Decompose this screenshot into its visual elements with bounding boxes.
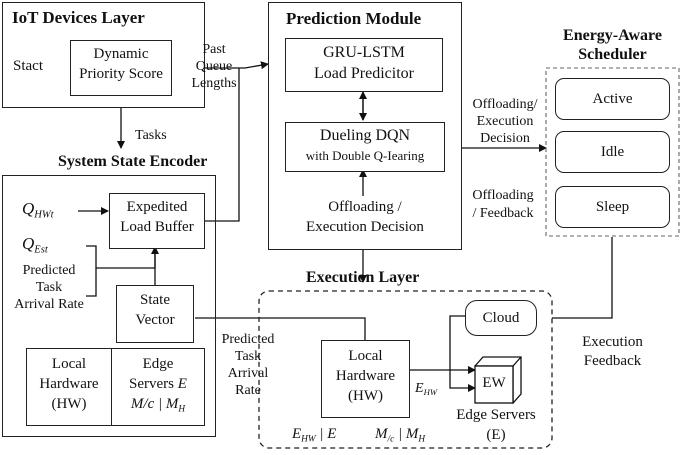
execution-title: Execution Layer <box>306 269 420 286</box>
state-line2: Vector <box>135 312 175 328</box>
enc-pred-line2: Task <box>35 280 63 295</box>
iot-layer-title: IoT Devices Layer <box>12 8 145 27</box>
gru-lstm-box[interactable]: GRU-LSTM Load Predicitor <box>285 38 443 92</box>
off-exec-line1: Offloading/ <box>472 97 538 112</box>
dueling-dqn-box[interactable]: Dueling DQN with Double Q-Iearing <box>285 122 445 172</box>
dynamic-priority-score-box[interactable]: Dynamic Priority Score <box>70 40 172 96</box>
exec-edge-line2: (E) <box>486 427 506 443</box>
past-queue-label-2: Queue <box>195 59 233 74</box>
gru-line2: Load Predicitor <box>314 65 414 82</box>
scheduler-state-idle[interactable]: Idle <box>555 131 670 173</box>
off-fb-line2: / Feedback <box>472 206 534 221</box>
q-hw-label: QHWt <box>22 199 54 221</box>
enc-edge-line3: M/c | MH <box>130 396 186 415</box>
dqn-line2: with Double Q-Iearing <box>305 148 425 163</box>
ew-label: EW <box>482 375 506 391</box>
exec-edge-line1: Edge Servers <box>456 407 536 423</box>
line-exec-feedback <box>552 237 613 319</box>
enc-local-line3: (HW) <box>51 396 87 412</box>
exec-local-line3: (HW) <box>348 388 383 404</box>
exec-local-line1: Local <box>348 348 383 364</box>
arrow-to-ew <box>449 370 476 392</box>
scheduler-frame <box>545 67 680 237</box>
stact-label: Stact <box>13 58 43 74</box>
encoder-title: System State Encoder <box>58 153 208 170</box>
system-state-encoder <box>2 175 216 437</box>
off-exec-line3: Decision <box>480 131 530 146</box>
enc-local-line2: Hardware <box>39 376 99 392</box>
off-exec-line2: Execution <box>476 114 534 129</box>
enc-pred-line1: Predicted <box>22 263 76 278</box>
pred-decision-line2: Execution Decision <box>306 219 424 235</box>
buffer-line2: Load Buffer <box>120 219 194 235</box>
exec-fb-line1: Execution <box>582 334 643 350</box>
tasks-label: Tasks <box>135 128 167 143</box>
exec-local-line2: Hardware <box>335 368 396 384</box>
cloud-box[interactable]: Cloud <box>465 300 537 336</box>
execution-layer-frame <box>258 290 553 449</box>
pred-rate-line2: Task <box>234 349 262 364</box>
exec-fb-line2: Feedback <box>583 353 642 369</box>
past-queue-label-3: Lengths <box>191 76 237 91</box>
dps-line2: Priority Score <box>79 66 163 82</box>
execution-local-hardware-box[interactable]: Local Hardware (HW) <box>321 340 410 418</box>
gru-line1: GRU-LSTM <box>323 44 405 61</box>
line-to-cloud <box>449 315 465 370</box>
off-fb-line1: Offloading <box>472 188 534 203</box>
dqn-line1: Dueling DQN <box>319 127 411 144</box>
enc-edge-line1: Edge <box>142 356 174 372</box>
scheduler-state-sleep[interactable]: Sleep <box>555 186 670 228</box>
scheduler-title-line2: Scheduler <box>578 46 647 63</box>
prediction-title: Prediction Module <box>286 9 422 28</box>
scheduler-title-line1: Energy-Aware <box>563 27 662 44</box>
pred-rate-line1: Predicted <box>221 332 275 347</box>
pred-decision-line1: Offloading / <box>328 199 402 215</box>
enc-edge-line2: Servers E <box>129 376 187 392</box>
state-vector-box[interactable]: State Vector <box>116 285 194 343</box>
encoder-local-hardware-box[interactable]: Local Hardware (HW) <box>26 348 112 426</box>
buffer-line1: Expedited <box>126 199 188 215</box>
enc-pred-line3: Arrival Rate <box>14 297 84 312</box>
past-queue-label-1: Past <box>202 42 226 57</box>
encoder-edge-servers-box[interactable]: Edge Servers E M/c | MH <box>111 348 205 426</box>
q-es-label: QEst <box>22 234 48 256</box>
prediction-module <box>268 2 462 250</box>
scheduler-state-active[interactable]: Active <box>555 78 670 120</box>
state-line1: State <box>140 292 170 308</box>
expedited-load-buffer-box[interactable]: Expedited Load Buffer <box>109 193 205 249</box>
exec-bottom-right-label: M/c | MH <box>375 426 426 445</box>
ehw-label: EHW <box>415 381 438 398</box>
line-state-exec <box>195 317 366 340</box>
pred-rate-line3: Arrival <box>227 366 269 381</box>
ew-cube-icon <box>474 356 522 404</box>
dps-line1: Dynamic <box>93 46 149 62</box>
line-predicted <box>86 268 97 297</box>
pred-rate-line4: Rate <box>235 383 261 398</box>
exec-bottom-left-label: EHW | E <box>292 426 337 445</box>
enc-local-line1: Local <box>51 356 87 372</box>
